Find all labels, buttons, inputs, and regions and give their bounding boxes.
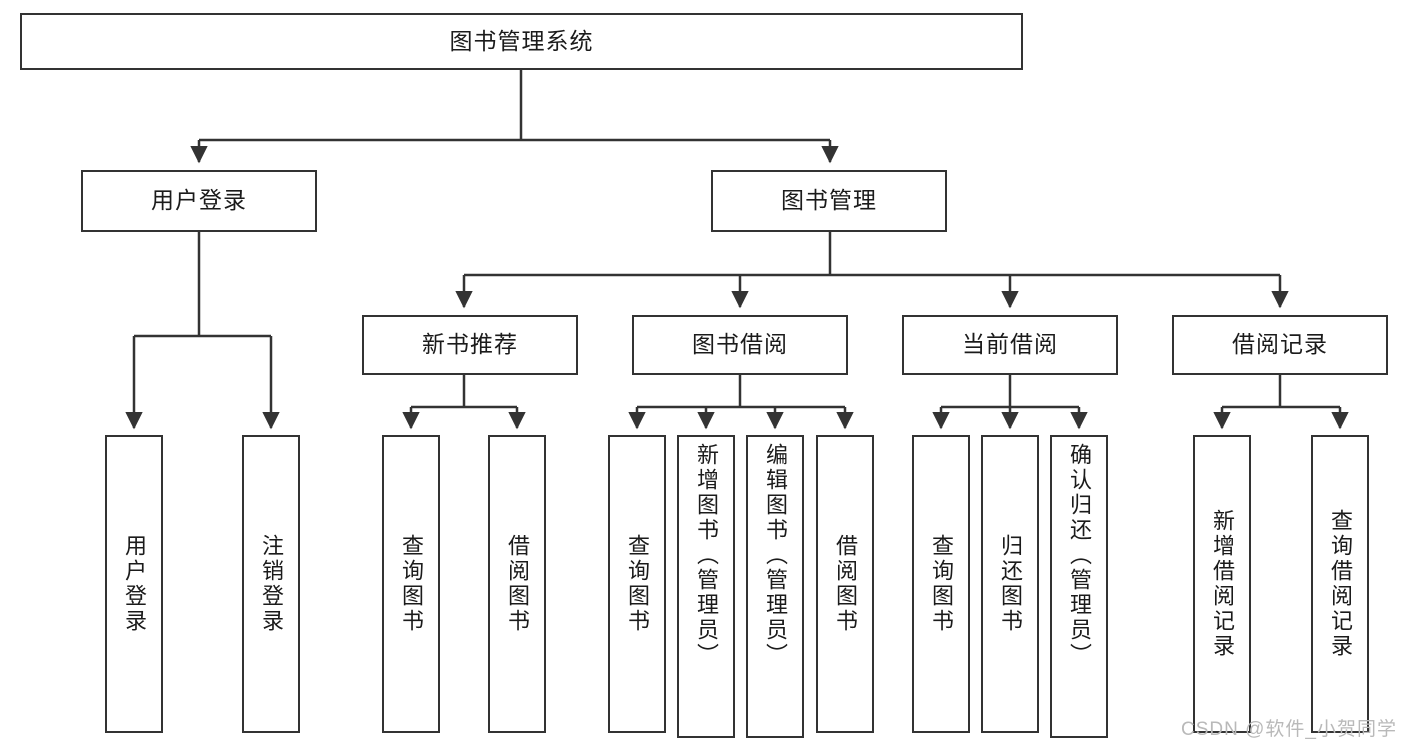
leaf-return-book[interactable]: 归还图书 xyxy=(981,435,1039,733)
node-book-borrow[interactable]: 图书借阅 xyxy=(632,315,848,375)
node-user-login[interactable]: 用户登录 xyxy=(81,170,317,232)
node-root[interactable]: 图书管理系统 xyxy=(20,13,1023,70)
leaf-borrow-book-1[interactable]: 借阅图书 xyxy=(488,435,546,733)
leaf-label: 查询借阅记录 xyxy=(1328,509,1353,659)
leaf-label: 新增图书（管理员） xyxy=(694,443,719,668)
node-new-book-recommend[interactable]: 新书推荐 xyxy=(362,315,578,375)
leaf-label: 确认归还（管理员） xyxy=(1067,443,1092,668)
leaf-label: 归还图书 xyxy=(998,534,1023,634)
node-book-manage[interactable]: 图书管理 xyxy=(711,170,947,232)
leaf-label: 查询图书 xyxy=(625,534,650,634)
leaf-label: 查询图书 xyxy=(929,534,954,634)
leaf-label: 查询图书 xyxy=(399,534,424,634)
leaf-user-login[interactable]: 用户登录 xyxy=(105,435,163,733)
leaf-label: 用户登录 xyxy=(122,534,147,634)
leaf-borrow-book-2[interactable]: 借阅图书 xyxy=(816,435,874,733)
leaf-query-book-3[interactable]: 查询图书 xyxy=(912,435,970,733)
csdn-watermark: CSDN @软件_小贺同学 xyxy=(1181,719,1397,740)
leaf-add-record[interactable]: 新增借阅记录 xyxy=(1193,435,1251,733)
leaf-label: 借阅图书 xyxy=(505,534,530,634)
leaf-query-record[interactable]: 查询借阅记录 xyxy=(1311,435,1369,733)
leaf-logout[interactable]: 注销登录 xyxy=(242,435,300,733)
leaf-query-book-2[interactable]: 查询图书 xyxy=(608,435,666,733)
leaf-label: 新增借阅记录 xyxy=(1210,509,1235,659)
leaf-label: 注销登录 xyxy=(259,534,284,634)
leaf-query-book-1[interactable]: 查询图书 xyxy=(382,435,440,733)
node-borrow-record[interactable]: 借阅记录 xyxy=(1172,315,1388,375)
node-current-borrow[interactable]: 当前借阅 xyxy=(902,315,1118,375)
leaf-label: 借阅图书 xyxy=(833,534,858,634)
leaf-add-book[interactable]: 新增图书（管理员） xyxy=(677,435,735,738)
leaf-confirm-return[interactable]: 确认归还（管理员） xyxy=(1050,435,1108,738)
leaf-label: 编辑图书（管理员） xyxy=(763,443,788,668)
leaf-edit-book[interactable]: 编辑图书（管理员） xyxy=(746,435,804,738)
